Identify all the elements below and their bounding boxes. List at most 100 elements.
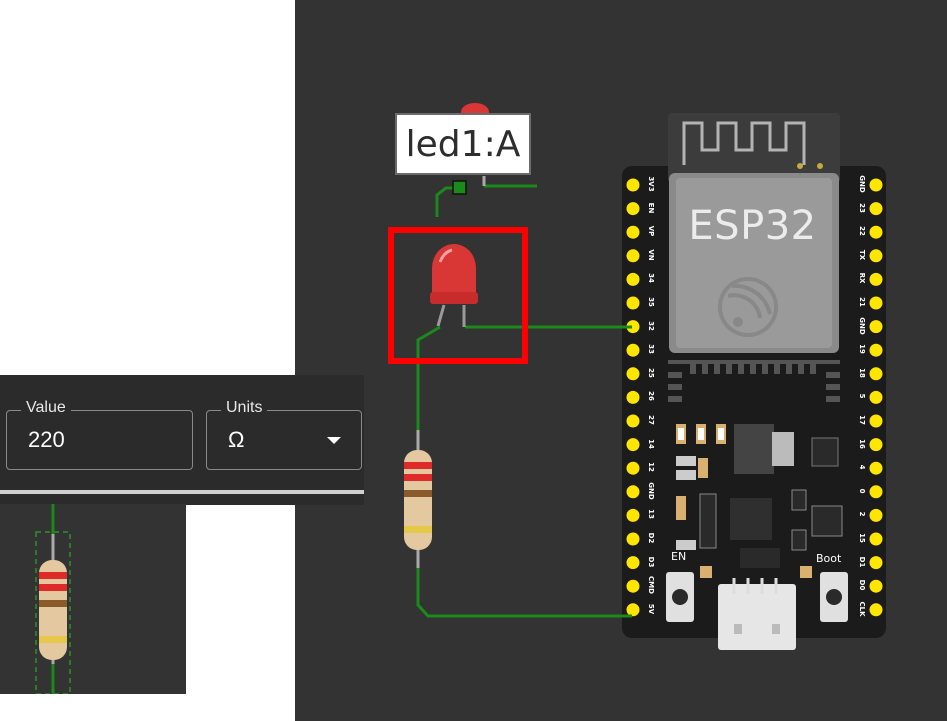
pin-right-19[interactable]	[869, 343, 883, 357]
pin-tooltip: led1:A	[395, 113, 531, 175]
pin-left-25[interactable]	[626, 367, 640, 381]
pin-right-16[interactable]	[869, 438, 883, 452]
pin-label-gnd: GND	[858, 316, 866, 335]
pin-left-26[interactable]	[626, 390, 640, 404]
units-select[interactable]: Units Ω	[206, 399, 362, 470]
pin-label-gnd: GND	[858, 175, 866, 193]
pin-left-32[interactable]	[626, 320, 640, 334]
pin-right-18[interactable]	[869, 367, 883, 381]
pin-label-4: 4	[858, 464, 866, 470]
boot-button-cap[interactable]	[826, 589, 842, 605]
pin-right-d0[interactable]	[869, 579, 883, 593]
pin-left-d2[interactable]	[626, 532, 640, 546]
pin-label-en: EN	[647, 202, 655, 213]
led1-anode-pin-marker[interactable]	[452, 180, 467, 195]
pin-label-35: 35	[647, 297, 655, 307]
wire-resistor-to-5v[interactable]	[416, 565, 632, 618]
pin-label-13: 13	[647, 509, 655, 520]
wire-led-to-resistor[interactable]	[416, 325, 441, 430]
antenna-trace	[682, 121, 806, 165]
pin-label-3v3: 3V3	[647, 176, 655, 192]
pin-right-0[interactable]	[869, 485, 883, 499]
pin-left-34[interactable]	[626, 272, 640, 286]
pin-left-cmd[interactable]	[626, 579, 640, 593]
antenna-pad	[797, 163, 803, 169]
pin-label-26: 26	[647, 391, 655, 402]
pin-left-27[interactable]	[626, 414, 640, 428]
pin-left-35[interactable]	[626, 296, 640, 310]
smd-components	[676, 424, 843, 578]
pin-label-5v: 5V	[647, 603, 655, 614]
en-button-label: EN	[671, 550, 687, 563]
pin-right-gnd[interactable]	[869, 178, 883, 192]
pin-left-13[interactable]	[626, 508, 640, 522]
board-title: ESP32	[688, 203, 817, 249]
pin-left-5v[interactable]	[626, 603, 640, 617]
value-input[interactable]: 220	[28, 427, 65, 452]
pin-label-22: 22	[858, 226, 866, 237]
pin-label-d2: D2	[647, 532, 655, 544]
pin-label-rx: RX	[858, 272, 866, 284]
pin-left-14[interactable]	[626, 438, 640, 452]
pin-label-gnd: GND	[647, 482, 655, 500]
pin-label-d0: D0	[858, 579, 866, 591]
usb-connector	[718, 584, 796, 650]
en-button-cap[interactable]	[672, 589, 688, 605]
units-value[interactable]: Ω	[228, 427, 245, 452]
pin-right-2[interactable]	[869, 508, 883, 522]
pin-label-vp: VP	[647, 225, 655, 237]
resistor-zoom	[35, 504, 71, 695]
pin-header-left[interactable]	[626, 178, 640, 617]
pin-label-vn: VN	[647, 249, 655, 261]
led1[interactable]	[430, 244, 478, 327]
pin-label-clk: CLK	[858, 601, 866, 617]
pin-label-15: 15	[858, 533, 866, 543]
pin-label-cmd: CMD	[647, 576, 655, 595]
pin-label-tx: TX	[858, 249, 866, 260]
pin-label-17: 17	[858, 415, 866, 425]
pin-right-21[interactable]	[869, 296, 883, 310]
pin-right-15[interactable]	[869, 532, 883, 546]
pin-right-d1[interactable]	[869, 556, 883, 570]
pin-left-33[interactable]	[626, 343, 640, 357]
pin-right-23[interactable]	[869, 202, 883, 216]
pin-header-right[interactable]	[869, 178, 883, 617]
pin-left-en[interactable]	[626, 202, 640, 216]
pin-right-5[interactable]	[869, 390, 883, 404]
pin-label-2: 2	[858, 511, 866, 517]
pin-right-rx[interactable]	[869, 272, 883, 286]
pin-label-25: 25	[647, 367, 655, 378]
pin-right-gnd[interactable]	[869, 320, 883, 334]
pin-label-d1: D1	[858, 556, 866, 567]
resistor-zoom-inset	[0, 504, 186, 695]
pin-right-4[interactable]	[869, 461, 883, 475]
wire-led-anode[interactable]	[435, 186, 458, 217]
pin-left-d3[interactable]	[626, 556, 640, 570]
panel-divider	[0, 490, 364, 494]
module-pads	[668, 360, 840, 402]
resistor1[interactable]	[404, 430, 432, 568]
pin-left-gnd[interactable]	[626, 485, 640, 499]
pin-label-27: 27	[647, 415, 655, 425]
pin-left-vp[interactable]	[626, 225, 640, 239]
pin-label-0: 0	[858, 488, 866, 494]
pin-label-14: 14	[647, 438, 655, 449]
pin-label-21: 21	[858, 297, 866, 307]
pin-label-d3: D3	[647, 556, 655, 567]
pin-label-12: 12	[647, 462, 655, 473]
pin-left-12[interactable]	[626, 461, 640, 475]
pin-left-3v3[interactable]	[626, 178, 640, 192]
pin-label-16: 16	[858, 438, 866, 449]
chevron-down-icon[interactable]	[327, 437, 341, 444]
value-field[interactable]: Value 220	[6, 399, 193, 470]
antenna-pad	[817, 163, 823, 169]
pin-right-clk[interactable]	[869, 603, 883, 617]
pin-label-19: 19	[858, 344, 866, 355]
pin-label-23: 23	[858, 202, 866, 213]
pin-left-vn[interactable]	[626, 249, 640, 263]
pin-right-tx[interactable]	[869, 249, 883, 263]
pin-right-17[interactable]	[869, 414, 883, 428]
espressif-logo-icon	[718, 277, 778, 337]
pin-right-22[interactable]	[869, 225, 883, 239]
